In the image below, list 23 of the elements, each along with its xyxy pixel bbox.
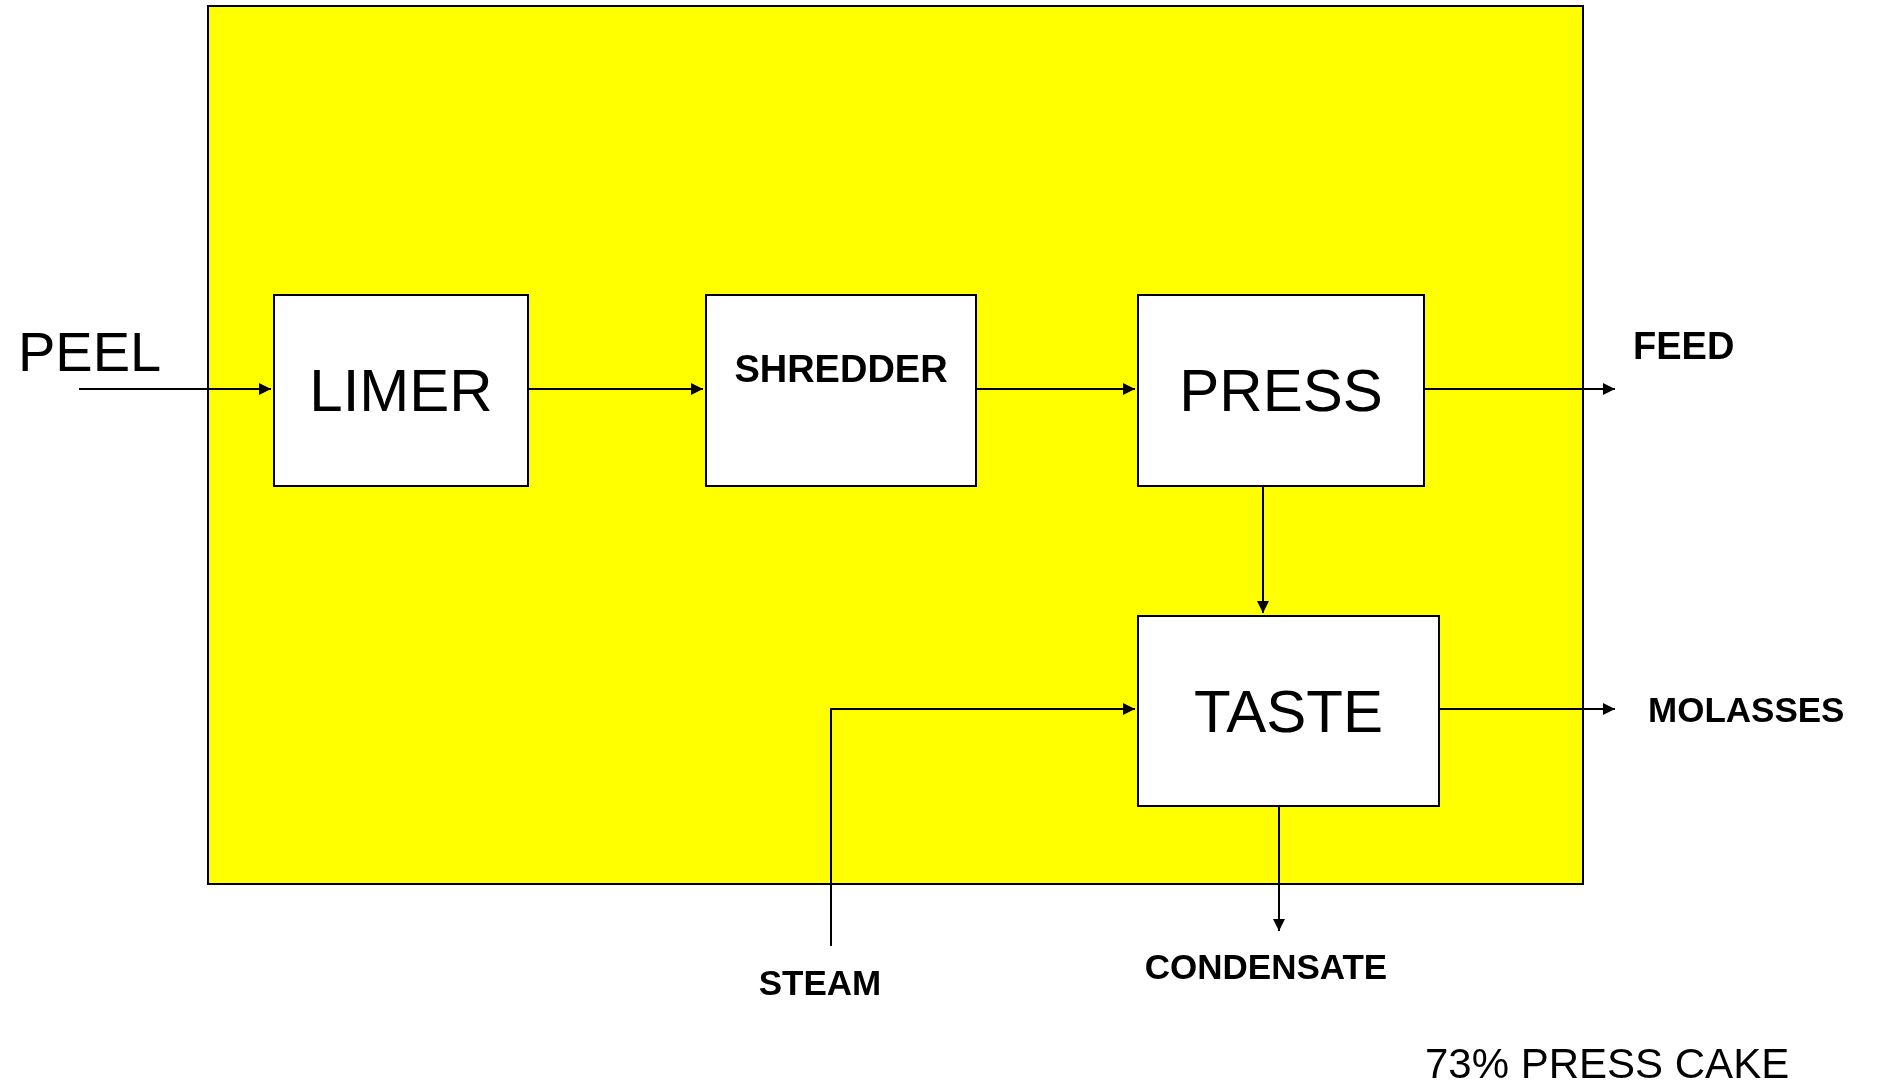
stream-label: CONDENSATE <box>1144 947 1388 987</box>
process-box <box>273 294 529 487</box>
process-box <box>1137 294 1425 487</box>
stream-label: MOLASSES <box>1648 690 1845 730</box>
arrow <box>1422 383 1616 395</box>
arrow <box>526 383 704 395</box>
stream-label: PEEL <box>18 318 162 384</box>
stream-label: STEAM <box>758 963 882 1003</box>
arrow <box>974 383 1136 395</box>
note-text: 73% PRESS CAKE <box>1425 1040 1790 1088</box>
arrow <box>78 383 272 395</box>
arrow <box>1273 804 1285 932</box>
stream-label: FEED <box>1633 324 1735 368</box>
process-label: PRESS <box>1179 356 1383 425</box>
process-box <box>705 294 977 487</box>
process-label: SHREDDER <box>734 348 948 392</box>
process-box <box>1137 615 1440 807</box>
process-area-panel <box>207 5 1584 885</box>
arrow <box>830 703 1136 947</box>
process-label: TASTE <box>1194 676 1383 746</box>
process-label: LIMER <box>309 356 493 425</box>
arrow <box>1437 703 1616 715</box>
arrow <box>1257 484 1269 614</box>
